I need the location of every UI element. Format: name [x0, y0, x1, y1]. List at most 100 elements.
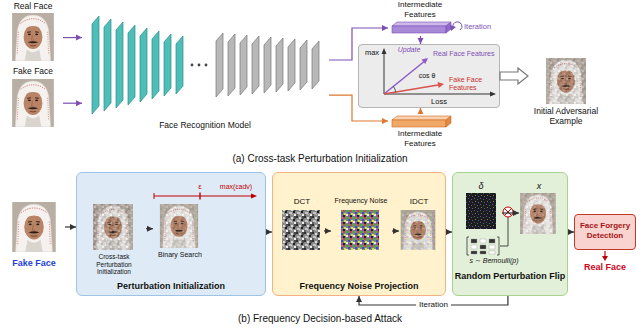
panel-caption-wrap: (b) Frequency Decision-based Attack: [160, 313, 480, 325]
symbol-label-wrap: ε: [194, 182, 206, 192]
recognition-network-part-part: [191, 64, 194, 67]
node-text: Intermediate Features: [388, 129, 452, 149]
arrow-head: [500, 68, 528, 84]
arrow-head: [76, 35, 82, 41]
face-images-part: [520, 193, 556, 234]
recognition-network-part-part: [128, 25, 135, 105]
face-images-part: [160, 204, 198, 248]
face-images-part: [546, 58, 586, 104]
connector: [446, 229, 452, 235]
recognition-network-part-part: [205, 64, 208, 67]
panel-caption-wrap: (a) Cross-task Perturbation Initializati…: [160, 153, 480, 165]
node-text: DCT: [281, 197, 323, 207]
output-label: Real Face: [574, 262, 636, 273]
node-text: Real Face: [4, 1, 62, 11]
panel-caption: (a) Cross-task Perturbation Initializati…: [160, 153, 480, 165]
face-images: [12, 13, 586, 252]
arrow-head: [446, 229, 452, 235]
bernoulli-mask: [467, 207, 513, 255]
binary-search-scale-part: [251, 194, 257, 199]
bernoulli-mask-part: [505, 209, 512, 216]
binary-search-scale-part: [199, 193, 200, 200]
formula-label: s ∼ Bernoulli(p): [454, 257, 534, 265]
face-images-part: [12, 79, 54, 127]
node-text-wrap: cos θ: [416, 72, 438, 80]
node-text-wrap: Frequency Noise: [331, 197, 391, 205]
node-text: Random Perturbation Flip: [453, 271, 567, 282]
feature-bars-part: [446, 116, 451, 127]
node-text: Face Forgery Detection: [575, 221, 635, 241]
loss-plot: [382, 48, 497, 97]
recognition-network-part-part: [228, 34, 235, 96]
recognition-network-part-part: [264, 37, 271, 93]
arrow-head: [418, 108, 424, 114]
node-text-wrap: max: [361, 48, 383, 57]
node-text-wrap: Loss: [409, 97, 469, 106]
output-arrow: [602, 251, 608, 261]
bernoulli-mask-part-part: [480, 245, 486, 249]
feature-bars: [392, 22, 462, 127]
bernoulli-mask-part-part: [471, 245, 477, 249]
bernoulli-mask-part-part: [471, 239, 477, 243]
recognition-network: [92, 16, 319, 114]
node-text-wrap: Fake Face: [4, 258, 64, 269]
node-text-wrap: Fake Face Features: [449, 76, 499, 92]
node-text: x: [519, 181, 559, 192]
bernoulli-mask-part: [467, 237, 499, 255]
loss-plot-part: [393, 86, 396, 92]
face-images-part: [520, 193, 556, 234]
node-text-wrap: DCT: [281, 197, 323, 207]
recognition-network-part-part: [288, 39, 295, 91]
arrow-head: [325, 228, 331, 234]
node-text: Frequency Noise: [331, 197, 391, 205]
feature-bars-part: [450, 25, 456, 31]
arrow-head: [393, 228, 399, 234]
feature-bars-part: [392, 120, 446, 127]
loss-panel: max UpdateReal Face Features cos θ Fake Fac…: [358, 44, 500, 108]
face-images-part: [93, 204, 133, 250]
bernoulli-mask-part-part: [489, 239, 495, 243]
recognition-network-part: [216, 33, 319, 97]
edge-label: Iteration: [416, 300, 451, 310]
recognition-network-part-part: [240, 35, 247, 95]
connector: [418, 36, 424, 44]
bernoulli-mask-part-part: [480, 239, 486, 243]
arrow-head: [418, 38, 424, 44]
node-text-wrap: Face Forgery Detection: [575, 221, 635, 241]
recognition-network-part-part: [276, 38, 283, 92]
connector: [500, 68, 528, 84]
node-text: Update: [393, 46, 425, 54]
node-text-wrap: Binary Search: [153, 251, 207, 259]
face-images-part: [466, 193, 496, 229]
recognition-network-part-part: [164, 34, 171, 96]
node-text-wrap: IDCT: [399, 197, 439, 207]
loss-plot-part: [422, 58, 429, 64]
connector-line: [329, 95, 388, 121]
binary-search-scale-part: [154, 193, 155, 199]
node-text: cos θ: [416, 72, 438, 80]
feature-bars-part: [446, 22, 451, 33]
arrow-head: [70, 224, 76, 230]
node-text-wrap: Real Face: [4, 1, 62, 11]
bernoulli-mask-part-part: [489, 251, 495, 254]
recognition-network-part-part: [152, 31, 159, 99]
loss-plot-part: [382, 48, 387, 54]
bernoulli-mask-part: [471, 239, 495, 254]
symbol-label: ε: [194, 182, 206, 192]
recognition-network-part: [191, 64, 208, 67]
node-text-wrap: Fake Face: [4, 66, 62, 76]
node-text-wrap: x: [519, 181, 559, 192]
loss-plot-part: [384, 53, 385, 94]
feature-bars-part: [392, 116, 451, 120]
face-images-part: [401, 210, 435, 250]
connector: [146, 226, 153, 232]
node-text-wrap: Intermediate Features: [388, 129, 452, 149]
face-images-part: [12, 202, 55, 252]
node-text: Real Face Features: [433, 50, 497, 58]
recognition-network-part-part: [104, 19, 111, 111]
node-text: Cross-task Perturbation Initialization: [83, 253, 145, 276]
node-text-wrap: δ: [461, 181, 501, 192]
face-images-part: [401, 210, 436, 250]
node-text: Initial Adversarial Example: [528, 106, 604, 126]
face-images-part: [160, 204, 198, 248]
